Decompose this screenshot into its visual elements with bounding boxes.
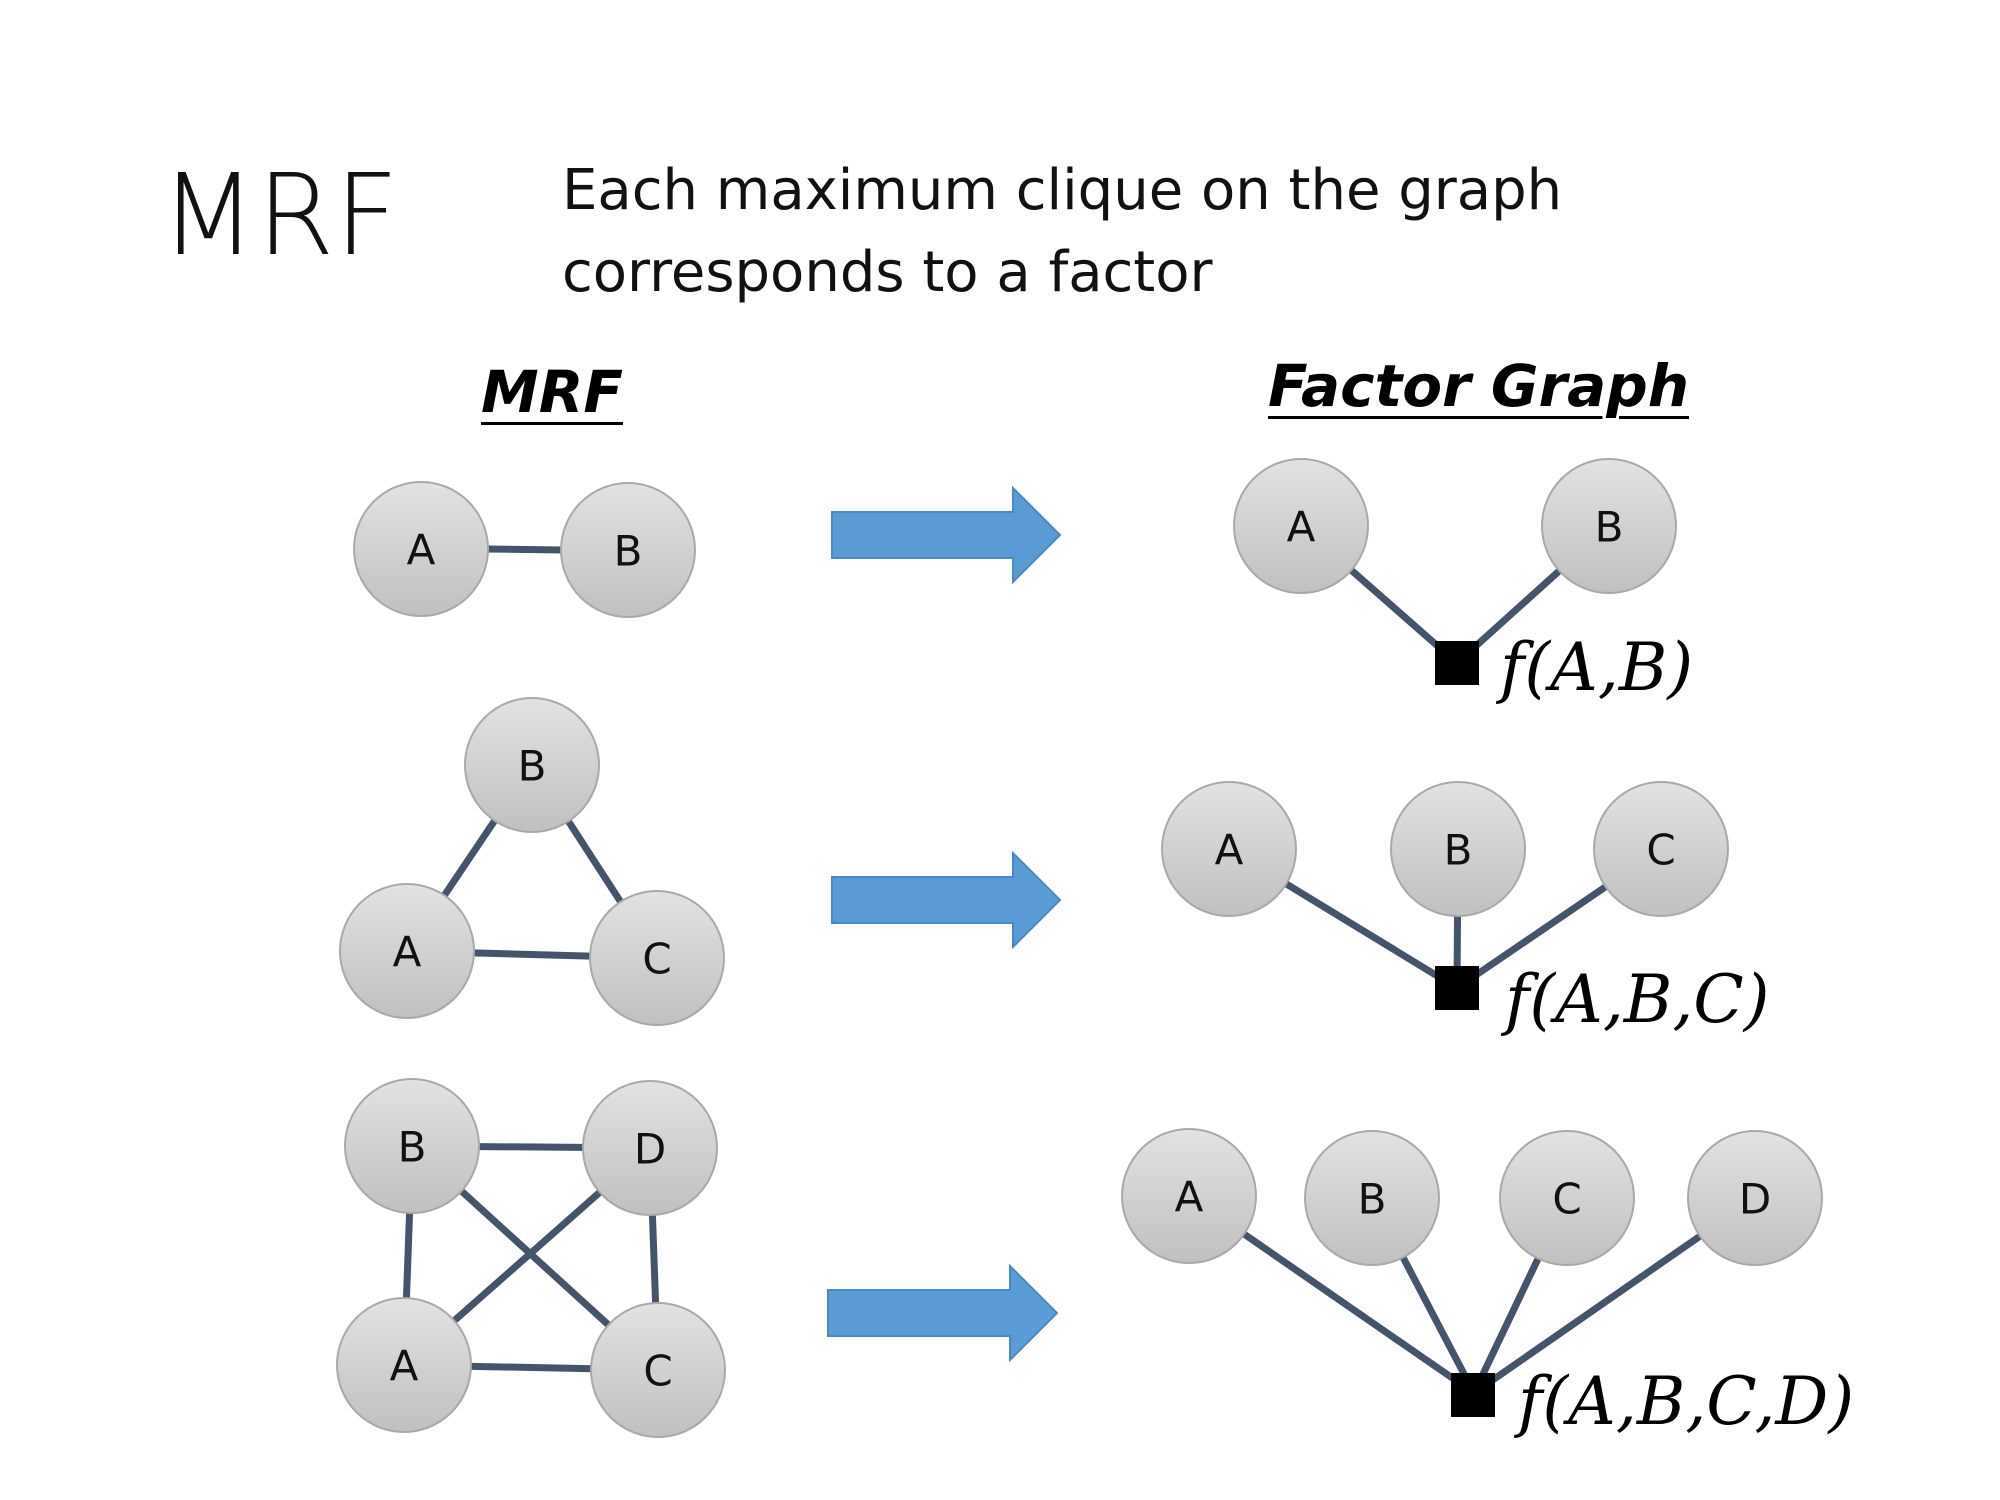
factor-node-a: A	[1233, 458, 1369, 594]
factor-node-label: A	[1175, 1173, 1204, 1222]
factor-node-a: A	[1121, 1128, 1257, 1264]
slide-title: MRF	[160, 151, 399, 281]
mrf-node-label: D	[634, 1125, 666, 1174]
transform-arrow-icon	[831, 485, 1062, 585]
mrf-node-label: B	[518, 742, 547, 791]
factor-node-c: C	[1499, 1130, 1635, 1266]
row-3: B D A C A	[336, 1078, 1854, 1440]
factor-node-label: B	[1595, 503, 1624, 552]
mrf-node-a: A	[353, 481, 489, 617]
factor-node-label: C	[1646, 826, 1675, 875]
transform-arrow-icon	[827, 1263, 1059, 1363]
factor-node-a: A	[1161, 781, 1297, 917]
mrf-node-label: C	[642, 935, 671, 984]
mrf-node-c: C	[590, 1302, 726, 1438]
factor-graph-column-header: Factor Graph	[1268, 352, 1690, 420]
factor-node-label: A	[1215, 826, 1244, 875]
mrf-node-a: A	[336, 1297, 472, 1433]
mrf-node-label: A	[407, 526, 436, 575]
transform-arrow-icon	[831, 850, 1062, 950]
mrf-node-label: C	[643, 1347, 672, 1396]
factor-label: f(A,B,C)	[1500, 961, 1770, 1038]
factor-node-label: D	[1739, 1175, 1771, 1224]
factor-square-icon	[1435, 966, 1479, 1010]
factor-node-b: B	[1390, 781, 1526, 917]
row-1: A B A B f(A,B)	[353, 458, 1693, 706]
factor-node-c: C	[1593, 781, 1729, 917]
slide-subtitle: Each maximum clique on the graph corresp…	[562, 150, 1562, 314]
factor-node-b: B	[1541, 458, 1677, 594]
factor-node-label: B	[1444, 826, 1473, 875]
mrf-node-b: B	[344, 1078, 480, 1214]
factor-node-label: B	[1358, 1175, 1387, 1224]
mrf-node-label: A	[393, 928, 422, 977]
factor-node-d: D	[1687, 1130, 1823, 1266]
factor-node-label: C	[1552, 1175, 1581, 1224]
mrf-node-label: B	[398, 1123, 427, 1172]
mrf-node-label: A	[390, 1342, 419, 1391]
subtitle-line-1: Each maximum clique on the graph	[562, 158, 1563, 223]
mrf-edge-a-b	[484, 545, 566, 554]
mrf-column-header: MRF	[481, 358, 623, 426]
factor-label: f(A,B,C,D)	[1513, 1363, 1854, 1440]
factor-label: f(A,B)	[1495, 629, 1693, 706]
mrf-node-b: B	[560, 482, 696, 618]
mrf-node-d: D	[582, 1080, 718, 1216]
factor-square-icon	[1435, 641, 1479, 685]
mrf-node-c: C	[589, 890, 725, 1026]
factor-node-label: A	[1287, 503, 1316, 552]
row-2: B A C A B	[339, 697, 1770, 1038]
mrf-node-label: B	[614, 527, 643, 576]
subtitle-line-2: corresponds to a factor	[562, 240, 1213, 305]
mrf-node-a: A	[339, 883, 475, 1019]
factor-node-b: B	[1304, 1130, 1440, 1266]
mrf-node-b: B	[464, 697, 600, 833]
factor-square-icon	[1451, 1373, 1495, 1417]
